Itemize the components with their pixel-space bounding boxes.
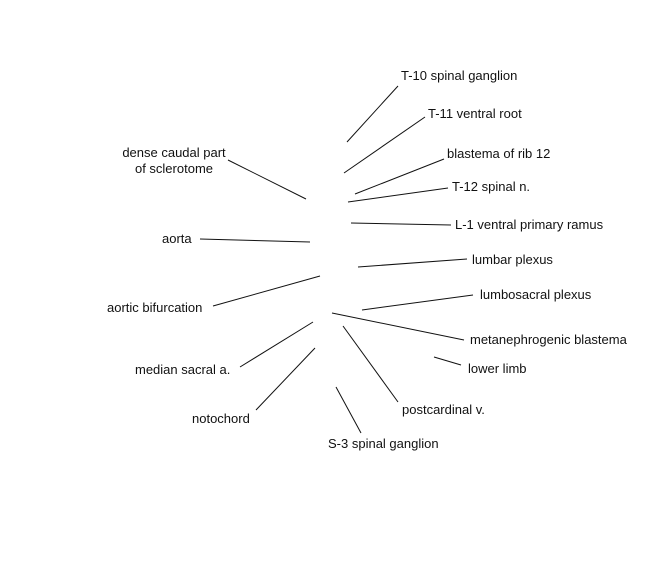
label-dense-caudal-sclerotome-line2: of sclerotome [134,161,214,176]
leader-lumbar-plexus [357,258,468,268]
leader-t11-ventral-root [343,116,426,174]
leader-aortic-bifurcation [212,275,321,307]
label-lower-limb: lower limb [468,361,527,376]
leader-median-sacral-a [239,321,314,368]
leader-blastema-rib-12 [354,158,445,195]
leader-postcardinal-v [342,325,399,403]
leader-t10-spinal-ganglion [346,85,399,143]
label-dense-caudal-sclerotome-line1: dense caudal part [122,145,226,160]
leader-lumbosacral-plexus [361,294,474,311]
leader-notochord [255,347,316,411]
label-aorta: aorta [162,231,192,246]
leader-lower-limb [433,356,462,366]
label-metanephrogenic-blastema: metanephrogenic blastema [470,332,627,347]
label-dense-caudal-sclerotome: dense caudal part of sclerotome [108,145,240,177]
label-median-sacral-a: median sacral a. [135,362,231,377]
label-postcardinal-v: postcardinal v. [402,402,485,417]
label-lumbar-plexus: lumbar plexus [472,252,553,267]
label-lumbosacral-plexus: lumbosacral plexus [480,287,592,302]
label-t12-spinal-n: T-12 spinal n. [452,179,531,194]
label-notochord: notochord [192,411,250,426]
leader-s3-spinal-ganglion [335,386,362,434]
label-blastema-rib-12: blastema of rib 12 [447,146,551,161]
label-l1-ventral-primary-ramus: L-1 ventral primary ramus [455,217,604,232]
leader-t12-spinal-n [347,187,449,203]
leader-l1-ventral-primary-ramus [350,222,452,226]
label-t10-spinal-ganglion: T-10 spinal ganglion [401,68,518,83]
label-s3-spinal-ganglion: S-3 spinal ganglion [328,436,439,451]
leader-aorta [199,238,311,243]
label-t11-ventral-root: T-11 ventral root [428,106,522,121]
leader-dense-caudal-sclerotome [227,159,307,200]
leader-metanephrogenic-blastema [331,312,465,341]
label-aortic-bifurcation: aortic bifurcation [107,300,203,315]
